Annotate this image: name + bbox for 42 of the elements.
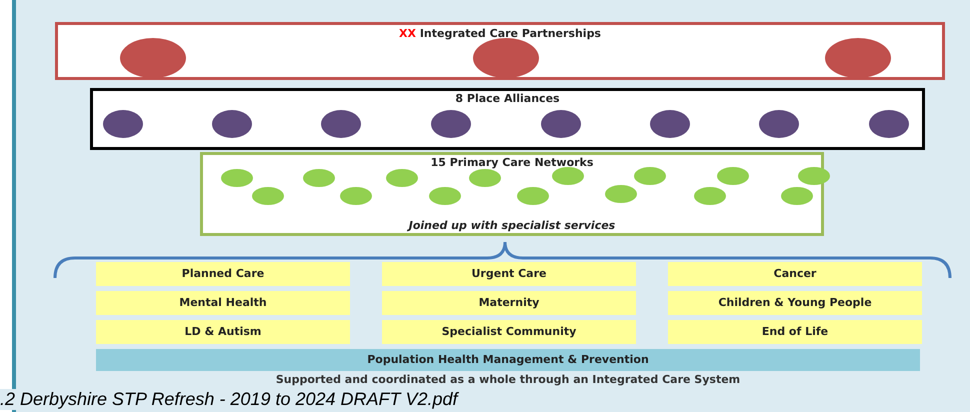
service-box: Children & Young People: [668, 291, 922, 315]
circle-marker: [798, 167, 830, 185]
circle-marker: [212, 110, 252, 138]
circle-marker: [303, 169, 335, 187]
circle-marker: [717, 167, 749, 185]
circle-marker: [552, 167, 584, 185]
service-box: Maternity: [382, 291, 636, 315]
circle-marker: [429, 187, 461, 205]
circle-marker: [650, 110, 690, 138]
circle-marker: [517, 187, 549, 205]
footer-note: Supported and coordinated as a whole through an Integrated Care System: [274, 373, 742, 386]
band-heading: 15 Primary Care Networks: [430, 156, 594, 169]
band-heading: Integrated Care Partnerships: [420, 27, 601, 40]
service-box: End of Life: [668, 320, 922, 344]
circle-marker: [469, 169, 501, 187]
circle-marker: [634, 167, 666, 185]
service-box: Urgent Care: [382, 262, 636, 286]
service-box: Specialist Community: [382, 320, 636, 344]
count-marker-text: XX: [399, 27, 416, 40]
circle-marker: [541, 110, 581, 138]
alliance-band: [90, 88, 925, 150]
circle-marker: [781, 187, 813, 205]
circle-marker: [759, 110, 799, 138]
circle-marker: [431, 110, 471, 138]
circle-marker: [252, 187, 284, 205]
service-box: LD & Autism: [96, 320, 350, 344]
circle-marker: [694, 187, 726, 205]
partnership-band: [55, 22, 945, 80]
band-subheading: Joined up with specialist services: [406, 219, 616, 232]
circle-marker: [605, 185, 637, 203]
circle-marker: [386, 169, 418, 187]
circle-marker: [321, 110, 361, 138]
circle-marker: [221, 169, 253, 187]
service-box: Cancer: [668, 262, 922, 286]
circle-marker: [103, 110, 143, 138]
service-box: Planned Care: [96, 262, 350, 286]
file-name-caption: .2 Derbyshire STP Refresh - 2019 to 2024 DRAFT V2.pdf: [0, 389, 458, 410]
service-box: Mental Health: [96, 291, 350, 315]
prevention-bar: Population Health Management & Prevention: [96, 349, 920, 371]
band-heading: 8 Place Alliances: [454, 92, 561, 105]
circle-marker: [340, 187, 372, 205]
circle-marker: [869, 110, 909, 138]
